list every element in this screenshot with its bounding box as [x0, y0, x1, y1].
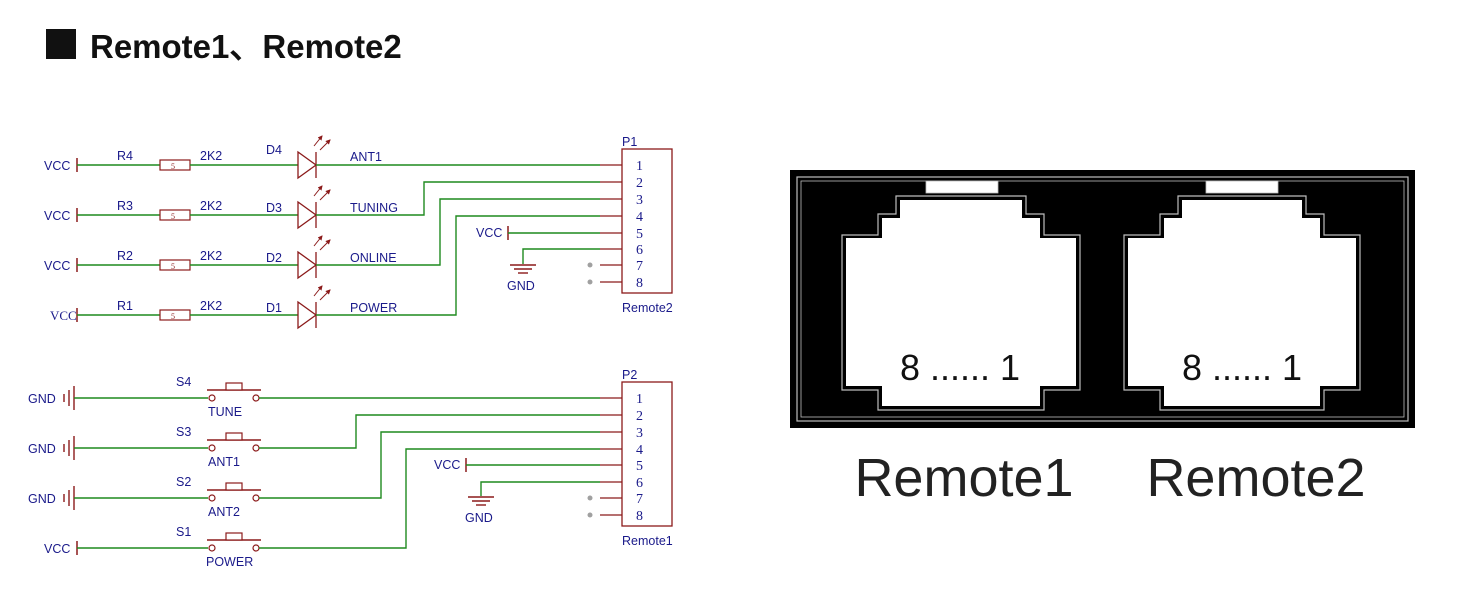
- resistor-value: 2K2: [200, 299, 222, 313]
- switch-row-1: GND S4 TUNE: [28, 375, 600, 419]
- resistor-value: 2K2: [200, 199, 222, 213]
- gnd-label: GND: [28, 392, 56, 406]
- led-symbol: [297, 150, 318, 180]
- resistor-body-text: 5: [171, 262, 175, 271]
- p1-pin-number: 5: [636, 227, 643, 242]
- p1-pin-number: 4: [636, 210, 643, 225]
- signal-label: ONLINE: [350, 251, 397, 265]
- resistor-value: 2K2: [200, 149, 222, 163]
- switch-row-4: VCC S1 POWER: [44, 448, 600, 569]
- resistor-ref: R2: [117, 249, 133, 263]
- p1-ref: P1: [622, 135, 637, 149]
- p1-power-pins: VCC GND: [476, 226, 600, 293]
- switch-label: TUNE: [208, 405, 242, 419]
- led-row-1: VCC R4 5 2K2 D4 ANT1: [44, 135, 600, 180]
- led-row-3: VCC R2 5 2K2 D2 ONLINE: [44, 198, 600, 280]
- vcc-label: VCC: [476, 226, 502, 240]
- p2-pin-number: 3: [636, 426, 643, 441]
- signal-label: POWER: [350, 301, 397, 315]
- p1-pin-number: 7: [636, 259, 643, 274]
- resistor-body-text: 5: [171, 212, 175, 221]
- led-ref: D1: [266, 301, 282, 315]
- resistor-symbol: [159, 309, 191, 321]
- port-latch-slot: [925, 180, 999, 194]
- switch-ref: S3: [176, 425, 191, 439]
- led-ref: D4: [266, 143, 282, 157]
- switch-label: ANT2: [208, 505, 240, 519]
- title-bullet-square: [46, 29, 76, 59]
- led-ref: D3: [266, 201, 282, 215]
- switch-ref: S2: [176, 475, 191, 489]
- p2-connector-body: [621, 381, 673, 527]
- p2-pin-number: 6: [636, 476, 643, 491]
- p1-name: Remote2: [622, 301, 673, 315]
- led-row-4: VCC R1 5 2K2 D1 POWER: [50, 215, 600, 330]
- page-title-text: Remote1、Remote2: [90, 28, 402, 65]
- p2-pin-number: 2: [636, 409, 643, 424]
- switch-row-3: GND S2 ANT2: [28, 431, 600, 519]
- right-port-opening: [1128, 200, 1356, 406]
- signal-label: ANT1: [350, 150, 382, 164]
- gnd-label: GND: [28, 442, 56, 456]
- led-symbol: [297, 200, 318, 230]
- switch-row-2: GND S3 ANT1: [28, 414, 600, 469]
- switch-ref: S1: [176, 525, 191, 539]
- remote1-label: Remote1: [854, 448, 1073, 508]
- p2-power-pins: VCC GND: [434, 458, 600, 525]
- p1-pin-number: 6: [636, 243, 643, 258]
- resistor-symbol: [159, 259, 191, 271]
- p2-pin-number: 7: [636, 492, 643, 507]
- p1-pins: 1 2 3 4 5 6 7 8: [587, 159, 643, 291]
- p2-pin-number: 5: [636, 459, 643, 474]
- gnd-label: GND: [28, 492, 56, 506]
- gnd-label: GND: [507, 279, 535, 293]
- vcc-label: VCC: [44, 542, 70, 556]
- signal-label: TUNING: [350, 201, 398, 215]
- p2-pins: 1 2 3 4 5 6 7 8: [587, 392, 643, 524]
- vcc-label: VCC: [44, 259, 70, 273]
- vcc-label: VCC: [44, 159, 70, 173]
- remote2-label: Remote2: [1146, 448, 1365, 508]
- resistor-body-text: 5: [171, 162, 175, 171]
- p1-connector-body: [621, 148, 673, 294]
- led-row-2: VCC R3 5 2K2 D3 TUNING: [44, 181, 600, 230]
- vcc-label: VCC: [434, 458, 460, 472]
- p2-pin-number: 4: [636, 443, 643, 458]
- vcc-label: VCC: [44, 209, 70, 223]
- bottom-schematic: P2 Remote1 1 2 3 4 5 6 7 8 GND: [28, 368, 673, 569]
- switch-ref: S4: [176, 375, 191, 389]
- page-title: Remote1、Remote2: [46, 20, 402, 68]
- p1-pin-number: 3: [636, 193, 643, 208]
- vcc-label: VCC: [50, 308, 77, 323]
- switch-label: ANT1: [208, 455, 240, 469]
- p2-pin-number: 1: [636, 392, 643, 407]
- p2-name: Remote1: [622, 534, 673, 548]
- p1-pin-number: 2: [636, 176, 643, 191]
- p1-pin-number: 8: [636, 276, 643, 291]
- resistor-ref: R1: [117, 299, 133, 313]
- resistor-ref: R4: [117, 149, 133, 163]
- p2-pin-number: 8: [636, 509, 643, 524]
- resistor-symbol: [159, 209, 191, 221]
- right-port-pin-order: 8 ...... 1: [1182, 347, 1302, 388]
- rj45-double-jack: 8 ...... 1 8 ...... 1 Remote1 Remote2: [790, 170, 1415, 508]
- left-port-opening: [846, 200, 1076, 406]
- p2-ref: P2: [622, 368, 637, 382]
- port-latch-slot: [1205, 180, 1279, 194]
- switch-label: POWER: [206, 555, 253, 569]
- resistor-body-text: 5: [171, 312, 175, 321]
- resistor-symbol: [159, 159, 191, 171]
- led-symbol: [297, 250, 318, 280]
- resistor-ref: R3: [117, 199, 133, 213]
- p1-pin-number: 1: [636, 159, 643, 174]
- led-symbol: [297, 300, 318, 330]
- led-ref: D2: [266, 251, 282, 265]
- left-port-pin-order: 8 ...... 1: [900, 347, 1020, 388]
- resistor-value: 2K2: [200, 249, 222, 263]
- gnd-label: GND: [465, 511, 493, 525]
- top-schematic: P1 Remote2 1 2 3 4 5 6 7 8 VCC: [44, 135, 673, 330]
